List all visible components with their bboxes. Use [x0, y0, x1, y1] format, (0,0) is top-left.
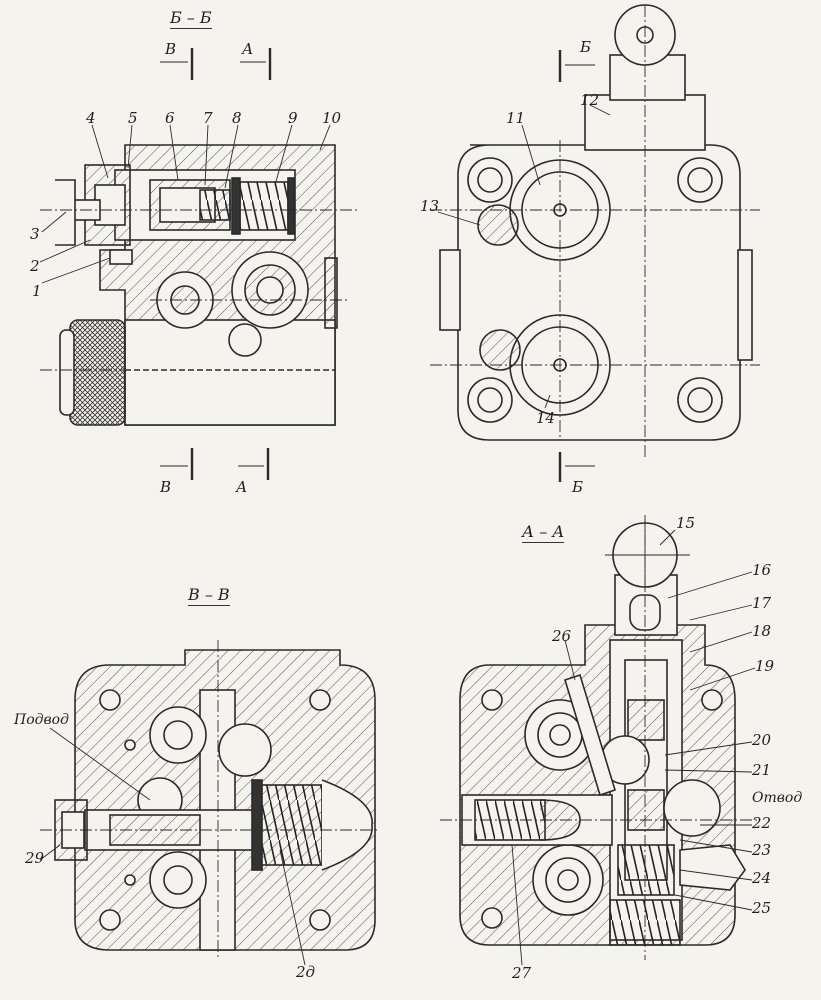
callout-2: 2 — [30, 257, 40, 275]
callout-17: 17 — [752, 594, 772, 612]
view-vv-title: В – В — [188, 585, 230, 606]
mark-v-bottom: В — [160, 478, 172, 496]
mark-v-top: В — [165, 40, 177, 58]
callout-9: 9 — [288, 109, 298, 127]
callout-6: 6 — [165, 109, 175, 127]
callout-14: 14 — [536, 409, 556, 427]
callout-3: 3 — [30, 225, 40, 243]
callout-28: 2д — [296, 963, 316, 981]
callout-22: 22 — [752, 814, 772, 832]
mark-a-top: А — [242, 40, 254, 58]
view-aa — [440, 515, 760, 966]
callout-10: 10 — [322, 109, 342, 127]
callout-16: 16 — [752, 561, 772, 579]
callout-5: 5 — [128, 109, 138, 127]
plan-gear-13 — [477, 204, 519, 246]
view-aa-title: А – А — [522, 522, 565, 543]
callout-11: 11 — [506, 109, 526, 127]
supply-port-label: Подвод — [14, 712, 69, 728]
callout-15: 15 — [676, 514, 696, 532]
callout-23: 23 — [752, 841, 772, 859]
callout-8: 8 — [232, 109, 242, 127]
mark-b-bottom: Б — [572, 478, 584, 496]
bb-knob — [69, 319, 126, 426]
drain-port-label: Отвод — [752, 790, 803, 806]
callout-19: 19 — [755, 657, 775, 675]
callout-27: 27 — [512, 964, 532, 982]
callout-18: 18 — [752, 622, 772, 640]
callout-24: 24 — [752, 869, 772, 887]
callout-4: 4 — [86, 109, 96, 127]
callout-20: 20 — [752, 731, 772, 749]
mark-b-top: Б — [580, 38, 592, 56]
aa-lower-spring — [617, 844, 675, 896]
callout-26: 26 — [552, 627, 572, 645]
plan-body — [457, 144, 741, 441]
view-bb — [39, 48, 360, 480]
callout-21: 21 — [752, 761, 772, 779]
callout-1: 1 — [32, 282, 42, 300]
callout-25: 25 — [752, 899, 772, 917]
view-plan — [430, 4, 760, 482]
callout-7: 7 — [203, 109, 213, 127]
callout-29: 29 — [25, 849, 45, 867]
mark-a-bottom: А — [236, 478, 248, 496]
callout-13: 13 — [420, 197, 440, 215]
vv-spring — [259, 784, 323, 866]
view-bb-title: Б – Б — [170, 8, 212, 29]
bb-spring — [239, 181, 289, 231]
view-vv — [39, 640, 380, 966]
callout-12: 12 — [580, 91, 600, 109]
